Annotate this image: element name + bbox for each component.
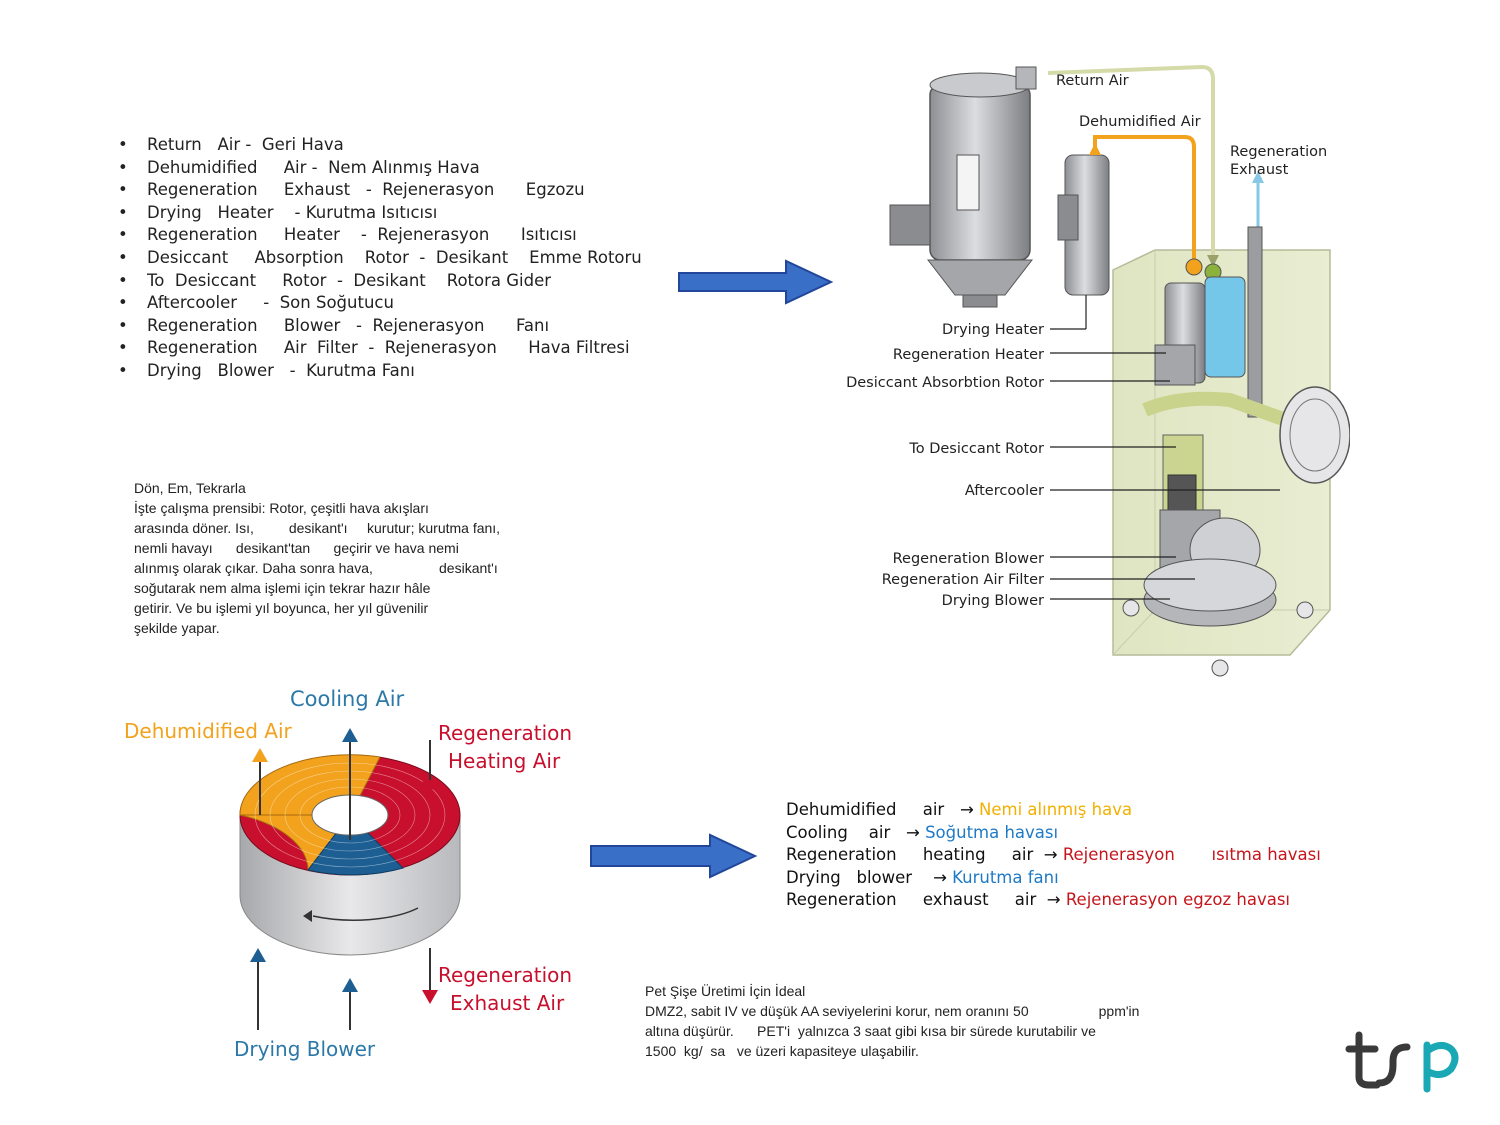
return-air-line [1047,64,1215,260]
legend-item: Cooling air → Soğutma havası [786,822,1321,845]
legend-item: Regeneration exhaust air → Rejenerasyon … [786,889,1321,912]
legend-en: Cooling air → [786,822,926,842]
glossary-list: Return Air - Geri Hava Dehumidified Air … [118,134,642,383]
pet-line: DMZ2, sabit IV ve düşük AA seviyelerini … [645,1003,1140,1019]
legend-tr: Kurutma fanı [952,867,1059,887]
glossary-item: Return Air - Geri Hava [118,134,642,157]
glossary-item: Regeneration Air Filter - Rejenerasyon H… [118,337,642,360]
glossary-item: Regeneration Blower - Rejenerasyon Fanı [118,315,642,338]
principle-line: şekilde yapar. [134,620,220,636]
legend-en: Regeneration heating air → [786,845,1063,865]
callout-regeneration-air-filter: Regeneration Air Filter [882,572,1044,588]
glossary-item: To Desiccant Rotor - Desikant Rotora Gid… [118,270,642,293]
drying-hopper [929,84,1031,261]
right-arrow-icon [590,833,758,879]
glossary-item: Regeneration Heater - Rejenerasyon Isıtı… [118,224,642,247]
pet-title: Pet Şişe Üretimi İçin İdeal [645,983,806,999]
pet-line: altına düşürür. PET'i yalnızca 3 saat gi… [645,1023,1096,1039]
color-legend: Dehumidified air → Nemi alınmış hava Coo… [786,799,1321,912]
glossary-item: Aftercooler - Son Soğutucu [118,292,642,315]
legend-tr: Nemi alınmış hava [979,800,1133,819]
regeneration-exhaust-label: Regeneration [1230,144,1327,160]
regeneration-heating-label: Regeneration [438,721,572,745]
legend-en: Regeneration exhaust air → [786,890,1066,910]
legend-en: Drying blower → [786,867,953,887]
right-arrow-icon [678,259,834,305]
legend-item: Regeneration heating air → Rejenerasyon … [786,844,1321,867]
glossary-item: Regeneration Exhaust - Rejenerasyon Egzo… [118,179,642,202]
principle-title: Dön, Em, Tekrarla [134,480,246,496]
callout-regeneration-blower: Regeneration Blower [893,551,1044,567]
return-air-label: Return Air [1056,73,1129,89]
legend-tr: Soğutma havası [925,822,1059,842]
dryer-diagram: Return Air Dehumidified Air Regeneration… [846,64,1350,677]
legend-en: Dehumidified air → [786,800,980,819]
principle-line: nemli havayı desikant'tan geçirir ve hav… [134,540,459,556]
callout-desiccant-rotor: Desiccant Absorbtion Rotor [846,375,1044,391]
tsp-logo [1345,1031,1459,1093]
principle-line: getirir. Ve bu işlemi yıl boyunca, her y… [134,600,429,616]
pet-paragraph: Pet Şişe Üretimi İçin İdeal DMZ2, sabit … [645,981,1139,1061]
glossary-item: Drying Heater - Kurutma Isıtıcısı [118,202,642,225]
cooling-air-label: Cooling Air [290,687,405,711]
principle-paragraph: Dön, Em, Tekrarla İşte çalışma prensibi:… [134,478,500,638]
principle-line: alınmış olarak çıkar. Daha sonra hava, d… [134,560,498,576]
dehumidified-air-label: Dehumidified Air [124,719,293,743]
callout-drying-blower: Drying Blower [942,593,1044,609]
legend-item: Drying blower → Kurutma fanı [786,867,1321,890]
drying-blower-label: Drying Blower [234,1037,376,1061]
dehumidified-air-label: Dehumidified Air [1079,114,1201,130]
glossary-item: Dehumidified Air - Nem Alınmış Hava [118,157,642,180]
regeneration-heating-label: Heating Air [448,749,561,773]
rotor-diagram: Cooling Air Dehumidified Air Regeneratio… [124,687,572,1061]
glossary-item: Drying Blower - Kurutma Fanı [118,360,642,383]
legend-item: Dehumidified air → Nemi alınmış hava [786,799,1321,822]
callout-to-desiccant-rotor: To Desiccant Rotor [908,441,1044,457]
principle-line: soğutarak nem alma işlemi için tekrar ha… [134,580,431,596]
dehumidified-air-line [1093,135,1196,263]
principle-line: İşte çalışma prensibi: Rotor, çeşitli ha… [134,500,429,516]
legend-tr: Rejenerasyon egzoz havası [1065,890,1291,910]
pet-line: 1500 kg/ sa ve üzeri kapasiteye ulaşabil… [645,1043,919,1059]
glossary-item: Desiccant Absorption Rotor - Desikant Em… [118,247,642,270]
air-duct [1142,391,1303,432]
regeneration-exhaust-label: Exhaust [1230,162,1289,178]
legend-tr: Rejenerasyon ısıtma havası [1062,845,1321,865]
principle-line: arasında döner. Isı, desikant'ı kurutur;… [134,520,501,536]
callout-aftercooler: Aftercooler [965,483,1044,499]
regeneration-exhaust-label: Exhaust Air [450,991,565,1015]
callout-regeneration-heater: Regeneration Heater [893,347,1044,363]
callout-drying-heater: Drying Heater [942,322,1044,338]
regeneration-exhaust-label: Regeneration [438,963,572,987]
